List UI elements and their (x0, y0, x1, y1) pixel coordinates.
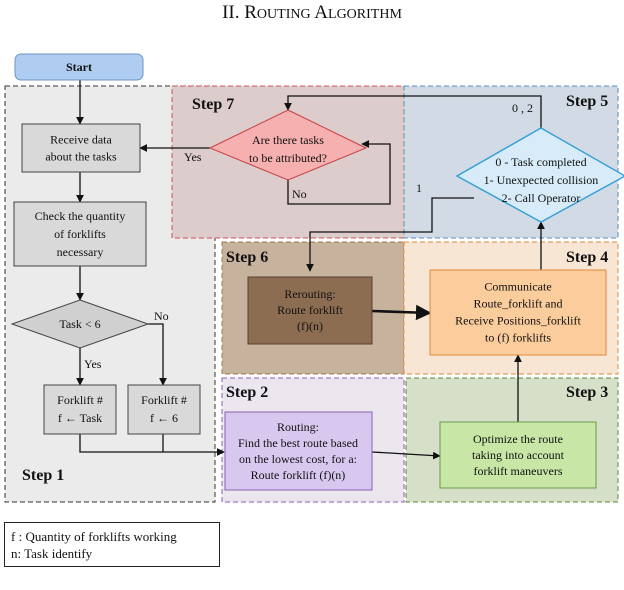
no-label-attributed: No (292, 187, 307, 201)
optimize-route-node (439, 421, 597, 489)
forklift-6-text-line-2: f ← 6 (150, 411, 178, 425)
yes-label-task: Yes (84, 357, 102, 371)
receive-text-line-1: Receive data (50, 133, 112, 147)
routing-text-line-2: Find the best route based (238, 436, 358, 450)
step4-label: Step 4 (566, 249, 608, 266)
start-node (14, 53, 144, 81)
legend-line-f: f : Quantity of forklifts working (11, 529, 177, 544)
start-text-line-1: Start (66, 60, 92, 74)
edge-rerouting-communicate (371, 304, 432, 321)
rerouting-text-line-1: Rerouting: (284, 287, 335, 301)
status-text-line-3: 2- Call Operator (502, 191, 581, 205)
tasks-decision-text-line-2: to be attributed? (249, 151, 327, 165)
check-text-line-3: necessary (57, 245, 104, 259)
edge-decision-no (148, 323, 167, 386)
routing-text-line-4: Route forklift (f)(n) (251, 468, 346, 482)
legend-line-n: n: Task identify (11, 546, 93, 561)
status-decision (455, 127, 624, 223)
status-text-line-2: 1- Unexpected collision (484, 173, 599, 187)
forklift-task-node (43, 384, 117, 435)
legend-box: f : Quantity of forklifts working n: Tas… (4, 522, 220, 567)
routing-text-line-1: Routing: (277, 420, 319, 434)
communicate-text-line-3: Receive Positions_forklift (455, 314, 581, 328)
status-0-2-label: 0 , 2 (512, 101, 533, 115)
tasks-attributed-decision (208, 109, 368, 181)
tasks-decision-text-line-1: Are there tasks (252, 133, 324, 147)
forklift-task-text-line-1: Forklift # (57, 393, 103, 407)
communicate-node (429, 269, 607, 356)
edge-routing-optimize (371, 451, 441, 460)
step3-label: Step 3 (566, 384, 608, 401)
optimize-text-line-1: Optimize the route (473, 432, 563, 446)
routing-flowchart: II. ROUTING ALGORITHM Step 7 Step 5 Step… (4, 2, 624, 503)
communicate-text-line-4: to (f) forklifts (485, 331, 551, 345)
receive-data-node (21, 123, 141, 173)
task-decision-text-line-1: Task < 6 (59, 317, 100, 331)
rerouting-text-line-2: Route forklift (277, 303, 343, 317)
routing-node (224, 411, 373, 491)
step7-label: Step 7 (192, 96, 234, 113)
check-text-line-2: of forklifts (54, 227, 106, 241)
check-text-line-1: Check the quantity (35, 209, 126, 223)
rerouting-text-line-3: (f)(n) (297, 319, 323, 333)
yes-label-attributed: Yes (184, 150, 202, 164)
forklift-6-text-line-1: Forklift # (141, 393, 187, 407)
task-less-than-6-decision (10, 299, 150, 349)
communicate-text-line-1: Communicate (484, 280, 551, 294)
step5-label: Step 5 (566, 93, 608, 110)
receive-text-line-2: about the tasks (45, 150, 117, 164)
step6-label: Step 6 (226, 249, 268, 266)
edge-attr-no-loop (287, 140, 391, 205)
edge-status-rerouting (306, 197, 474, 272)
communicate-text-line-2: Route_forklift and (474, 297, 563, 311)
edge-forklifts-routing (79, 434, 225, 456)
forklift-6-node (127, 384, 201, 435)
optimize-text-line-2: taking into account (472, 448, 565, 462)
forklift-task-text-line-2: f ← Task (58, 411, 102, 425)
no-label-task: No (154, 309, 169, 323)
step2-label: Step 2 (226, 384, 268, 401)
status-text-line-1: 0 - Task completed (495, 155, 586, 169)
optimize-text-line-3: forklift maneuvers (474, 464, 563, 478)
step1-label: Step 1 (22, 467, 64, 484)
routing-text-line-3: on the lowest cost, for a: (239, 452, 357, 466)
status-1-label: 1 (416, 181, 422, 195)
check-quantity-node (13, 201, 147, 267)
edge-status-step7 (284, 95, 542, 128)
rerouting-node (247, 276, 373, 345)
section-title: II. ROUTING ALGORITHM (222, 2, 402, 23)
